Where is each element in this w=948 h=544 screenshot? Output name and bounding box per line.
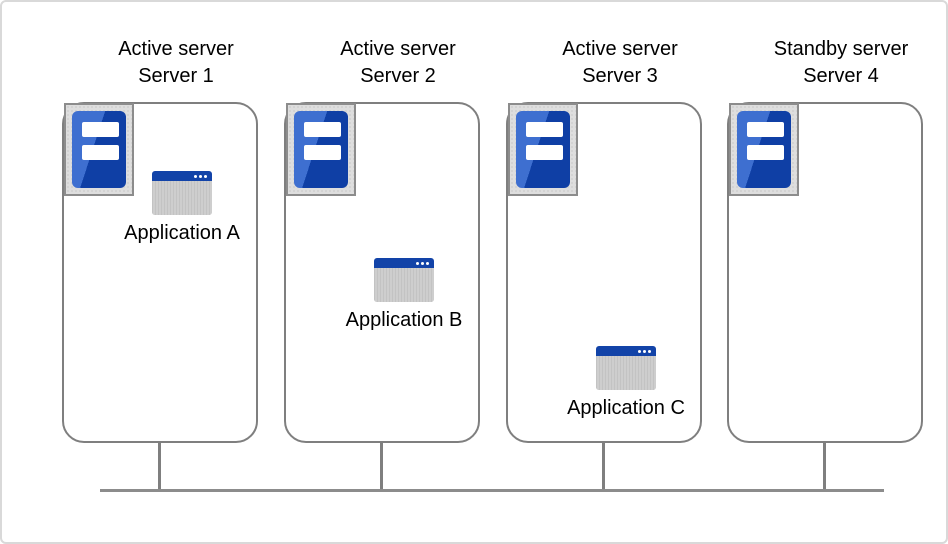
server-title: Active server Server 1: [66, 36, 286, 90]
app-window-icon: [152, 171, 212, 215]
server-title: Active server Server 3: [510, 36, 730, 90]
application-c: Application C: [567, 346, 685, 419]
tower-body: [294, 111, 348, 188]
server-name-label: Server 4: [803, 65, 879, 87]
server-role-label: Active server: [118, 38, 234, 60]
server-role-label: Standby server: [773, 38, 909, 60]
server-name-label: Server 2: [360, 65, 436, 87]
window-dot: [648, 349, 651, 353]
server-group-4: Standby server Server 4: [727, 38, 923, 492]
server-title: Standby server Server 4: [731, 36, 948, 90]
server-group-3: Active server Server 3 Application C: [506, 38, 702, 492]
window-dot: [416, 261, 419, 265]
window-titlebar: [596, 346, 656, 356]
app-window-icon: [596, 346, 656, 390]
server-name-label: Server 1: [138, 65, 214, 87]
connector-line: [158, 441, 161, 492]
connector-line: [823, 441, 826, 492]
application-label: Application A: [124, 222, 240, 244]
server-group-1: Active server Server 1 Application A: [62, 38, 258, 492]
tower-slot: [82, 145, 119, 160]
server-tower-icon: [508, 103, 578, 196]
tower-slot: [82, 122, 119, 137]
application-b: Application B: [346, 258, 462, 331]
server-role-label: Active server: [562, 38, 678, 60]
server-name-label: Server 3: [582, 65, 658, 87]
tower-slot: [526, 145, 563, 160]
server-tower-icon: [729, 103, 799, 196]
application-label: Application B: [345, 309, 463, 331]
tower-body: [516, 111, 570, 188]
window-dot: [421, 261, 424, 265]
server-role-label: Active server: [340, 38, 456, 60]
window-dot: [643, 349, 646, 353]
window-titlebar: [374, 258, 434, 268]
tower-slot: [304, 122, 341, 137]
window-dot: [194, 174, 197, 178]
tower-slot: [747, 122, 784, 137]
application-a: Application A: [124, 171, 240, 244]
window-body: [152, 181, 212, 215]
window-dot: [204, 174, 207, 178]
window-body: [596, 356, 656, 390]
window-dot: [638, 349, 641, 353]
window-body: [374, 268, 434, 302]
server-tower-icon: [64, 103, 134, 196]
connector-line: [602, 441, 605, 492]
tower-slot: [304, 145, 341, 160]
tower-slot: [526, 122, 563, 137]
window-dot: [426, 261, 429, 265]
application-label: Application C: [567, 397, 685, 419]
tower-body: [737, 111, 791, 188]
server-tower-icon: [286, 103, 356, 196]
server-group-2: Active server Server 2 Application B: [284, 38, 480, 492]
app-window-icon: [374, 258, 434, 302]
window-dot: [199, 174, 202, 178]
network-bus-line: [100, 489, 884, 492]
window-titlebar: [152, 171, 212, 181]
server-title: Active server Server 2: [288, 36, 508, 90]
tower-body: [72, 111, 126, 188]
connector-line: [380, 441, 383, 492]
tower-slot: [747, 145, 784, 160]
